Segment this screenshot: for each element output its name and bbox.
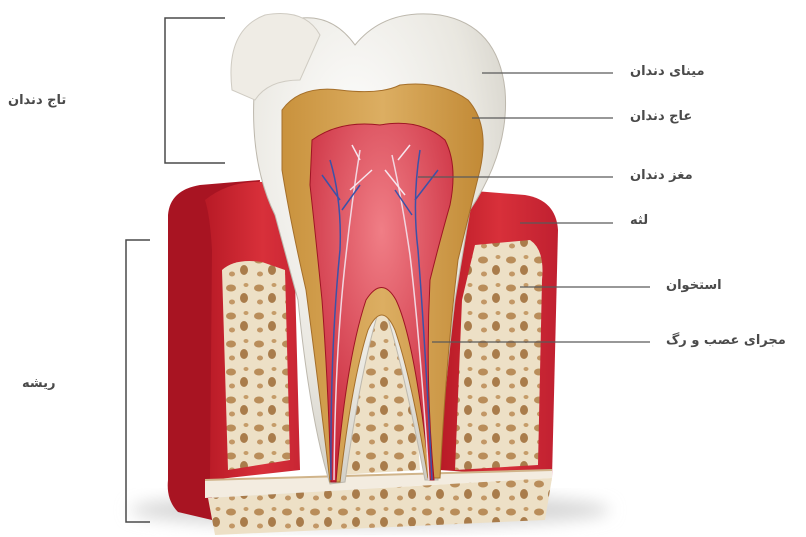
- root-bracket: [126, 240, 150, 522]
- crown-bracket: [165, 18, 225, 163]
- label-bone: استخوان: [666, 278, 722, 293]
- label-crown: تاج دندان: [8, 93, 66, 108]
- label-enamel: مینای دندان: [630, 64, 705, 79]
- label-gum: لثه: [630, 213, 648, 228]
- label-root: ریشه: [22, 376, 55, 391]
- label-pulp: مغز دندان: [630, 168, 693, 183]
- bone-left: [222, 261, 290, 470]
- bone-right: [455, 240, 543, 470]
- label-dentin: عاج دندان: [630, 109, 692, 124]
- label-canal: مجرای عصب و رگ: [666, 333, 786, 348]
